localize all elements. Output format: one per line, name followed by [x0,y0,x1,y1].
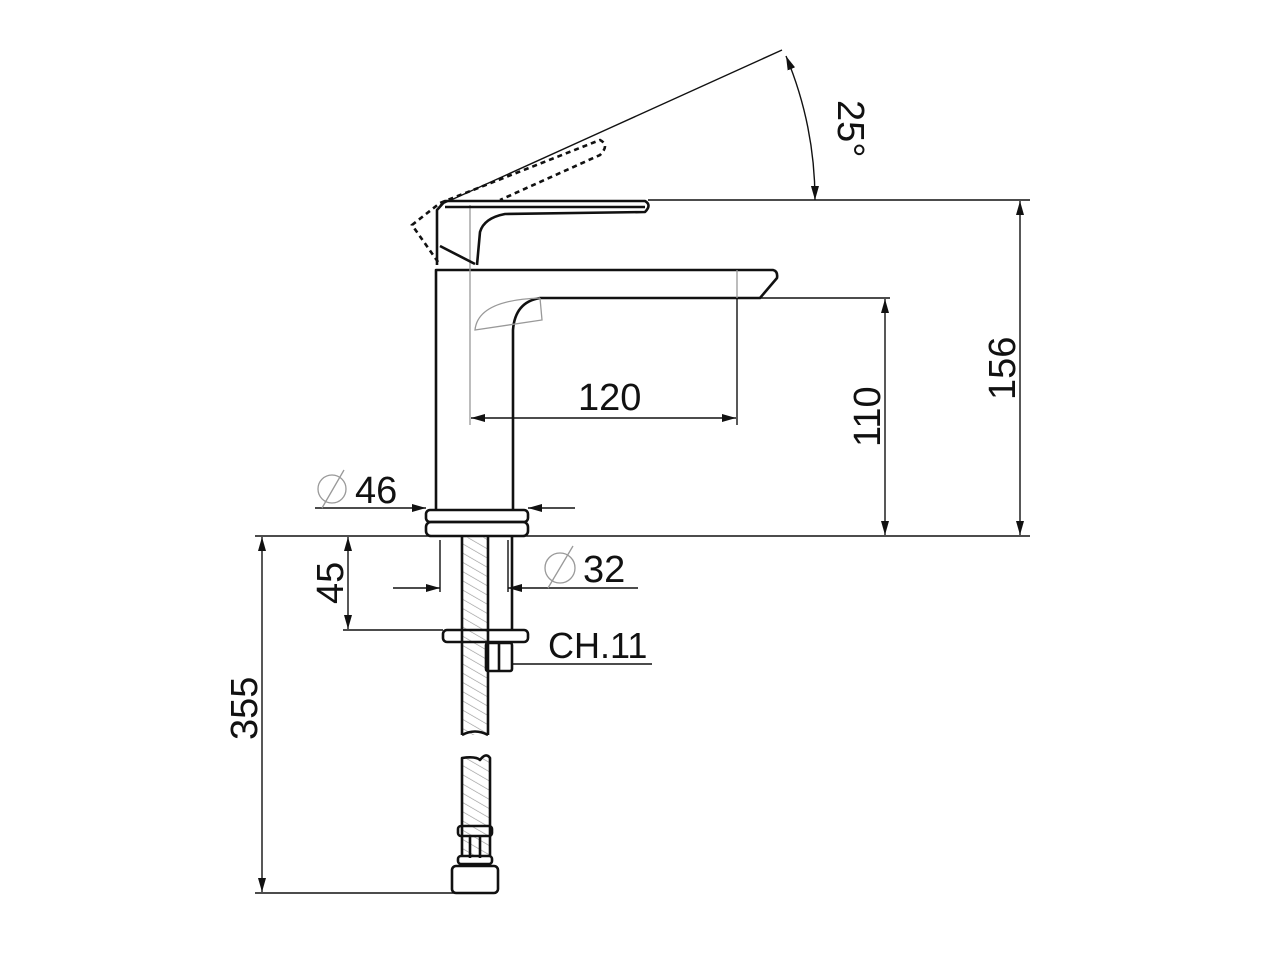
spout-reach-label: 120 [578,377,641,419]
diameter-icon [317,469,347,509]
faucet-body [424,205,779,538]
diameter-icon [544,545,576,589]
lever-raised-outline [410,138,607,263]
spout-height-label: 110 [847,386,889,447]
angle-arc [785,55,819,201]
angle-label: 25° [829,100,871,157]
height-total-label: 156 [982,337,1024,400]
shank-diameter-label: 32 [583,549,625,591]
base-diameter-label: 46 [355,470,397,512]
hose-fitting [450,754,500,895]
wrench-size-label: CH.11 [548,625,647,666]
hose-length-label: 355 [224,677,266,740]
deck-thickness-label: 45 [310,562,352,604]
shank [439,537,530,737]
lever-handle [435,199,650,266]
